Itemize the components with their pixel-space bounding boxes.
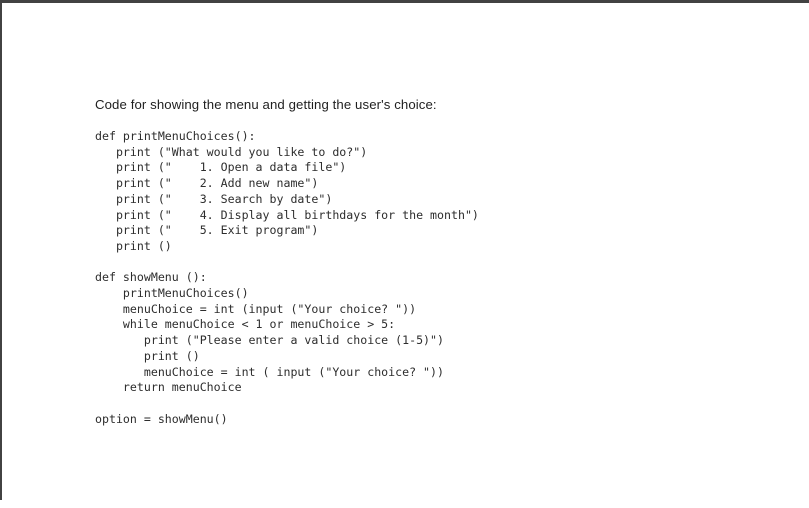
code-description-heading: Code for showing the menu and getting th… [95, 97, 437, 112]
python-code-listing: def printMenuChoices(): print ("What wou… [95, 129, 479, 426]
page-left-border [0, 0, 2, 500]
page-top-border [0, 0, 809, 3]
